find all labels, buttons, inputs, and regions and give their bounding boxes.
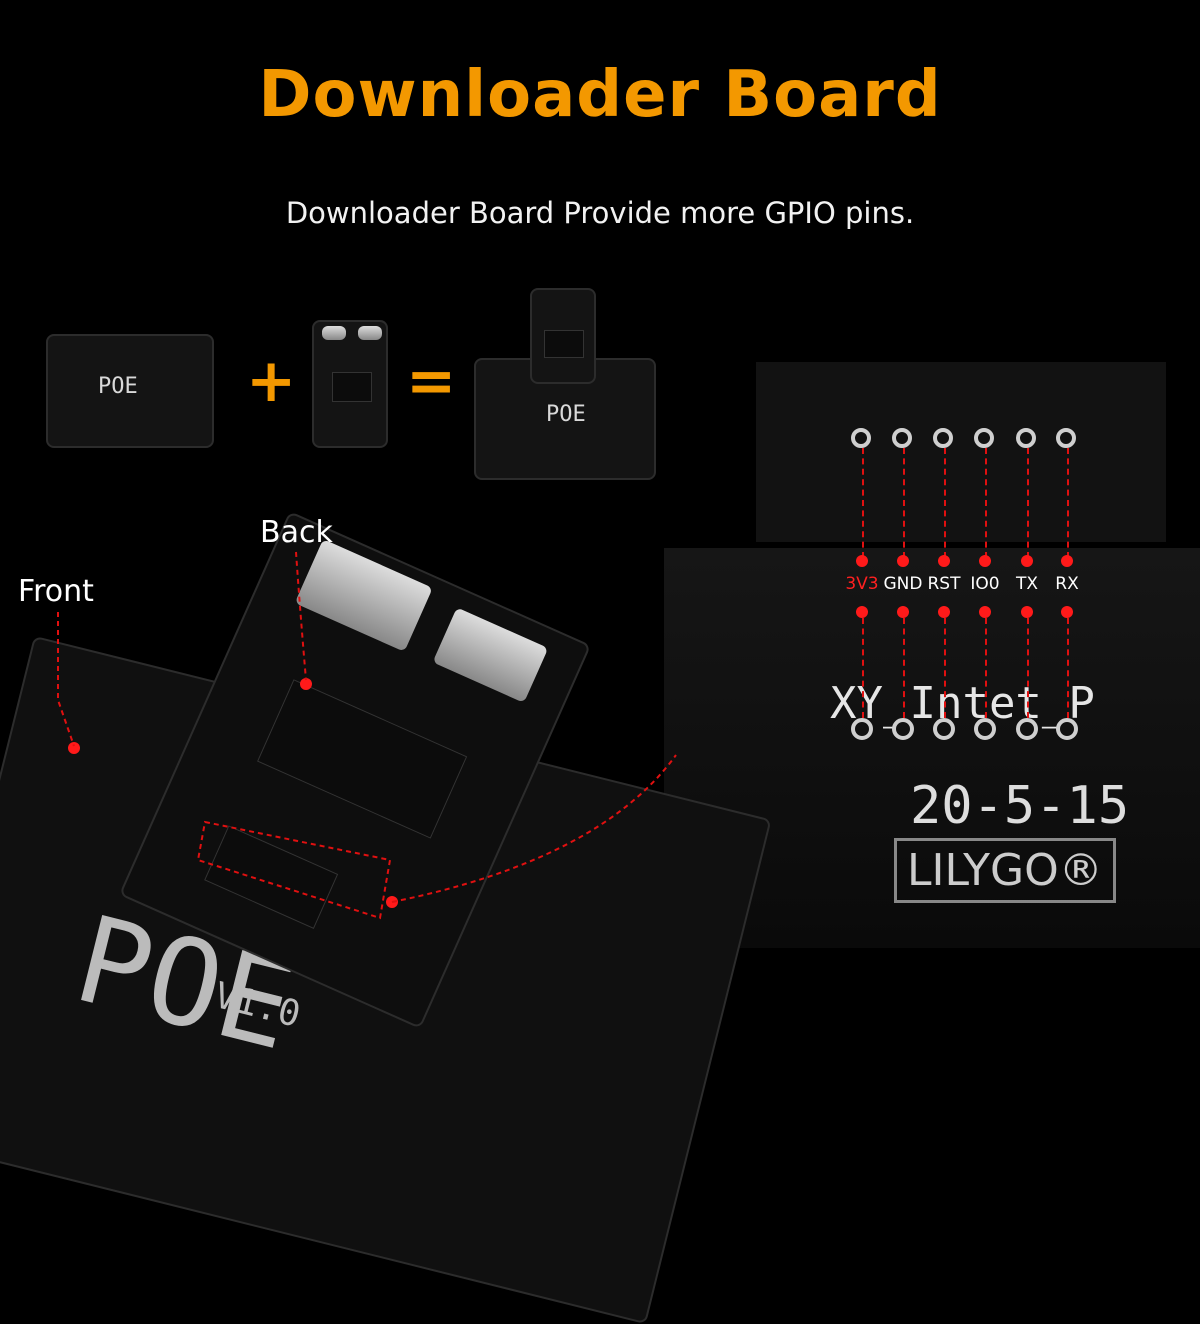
pin-label-3v3: 3V3 [845, 574, 879, 594]
pin-dot-bottom [1061, 606, 1073, 618]
pin-dot-top [1061, 555, 1073, 567]
pin-pad [933, 718, 955, 740]
pin-label-rst: RST [927, 574, 961, 594]
pin-hole [1016, 428, 1036, 448]
pin-leader-bottom [903, 618, 905, 718]
front-callout-dot [68, 742, 80, 754]
pin-hole [1056, 428, 1076, 448]
combined-downloader-image [530, 288, 596, 384]
pin-leader-top [862, 448, 864, 558]
pin-dot-top [856, 555, 868, 567]
pin-leader-bottom [1067, 618, 1069, 718]
pin-leader-bottom [944, 618, 946, 718]
pin-dot-top [979, 555, 991, 567]
board-closeup-image: XY_Intet_P 20-5-15 LILYGO® [664, 548, 1200, 948]
silk-date: 20-5-15 [910, 776, 1130, 836]
pin-label-rx: RX [1055, 574, 1079, 594]
pin-leader-top [985, 448, 987, 558]
header-callout-dot [386, 896, 398, 908]
silk-brand: LILYGO® [894, 838, 1116, 903]
pin-leader-top [903, 448, 905, 558]
pin-leader-top [944, 448, 946, 558]
pin-leader-bottom [862, 618, 864, 718]
silk-net: XY_Intet_P [830, 678, 1095, 729]
page-title: Downloader Board [258, 58, 942, 132]
pin-label-gnd: GND [883, 574, 923, 594]
page-subtitle: Downloader Board Provide more GPIO pins. [285, 196, 915, 230]
pin-dot-bottom [938, 606, 950, 618]
pin-dot-bottom [856, 606, 868, 618]
pin-dot-bottom [979, 606, 991, 618]
pin-closeup-image [756, 362, 1166, 542]
pin-dot-top [938, 555, 950, 567]
pin-leader-top [1027, 448, 1029, 558]
pin-pad [1016, 718, 1038, 740]
pin-dot-top [1021, 555, 1033, 567]
pin-leader-bottom [985, 618, 987, 718]
pin-dot-bottom [897, 606, 909, 618]
back-label: Back [260, 515, 333, 550]
pin-leader-top [1067, 448, 1069, 558]
pin-dot-bottom [1021, 606, 1033, 618]
plus-sign: + [246, 346, 297, 416]
downloader-board-image [312, 320, 388, 448]
back-callout-dot [300, 678, 312, 690]
pin-hole [974, 428, 994, 448]
pin-pad [974, 718, 996, 740]
pin-label-tx: TX [1015, 574, 1039, 594]
equals-sign: = [406, 346, 457, 416]
poe-silk: POE [546, 402, 586, 427]
front-label: Front [18, 574, 94, 609]
poe-board-image: POE [46, 334, 214, 448]
pin-label-io0: IO0 [970, 574, 1000, 594]
pin-leader-bottom [1027, 618, 1029, 718]
pin-hole [933, 428, 953, 448]
pin-hole [851, 428, 871, 448]
poe-silk: POE [98, 374, 138, 399]
pin-dot-top [897, 555, 909, 567]
pin-pad [1056, 718, 1078, 740]
pin-pad [851, 718, 873, 740]
pin-pad [892, 718, 914, 740]
pin-hole [892, 428, 912, 448]
